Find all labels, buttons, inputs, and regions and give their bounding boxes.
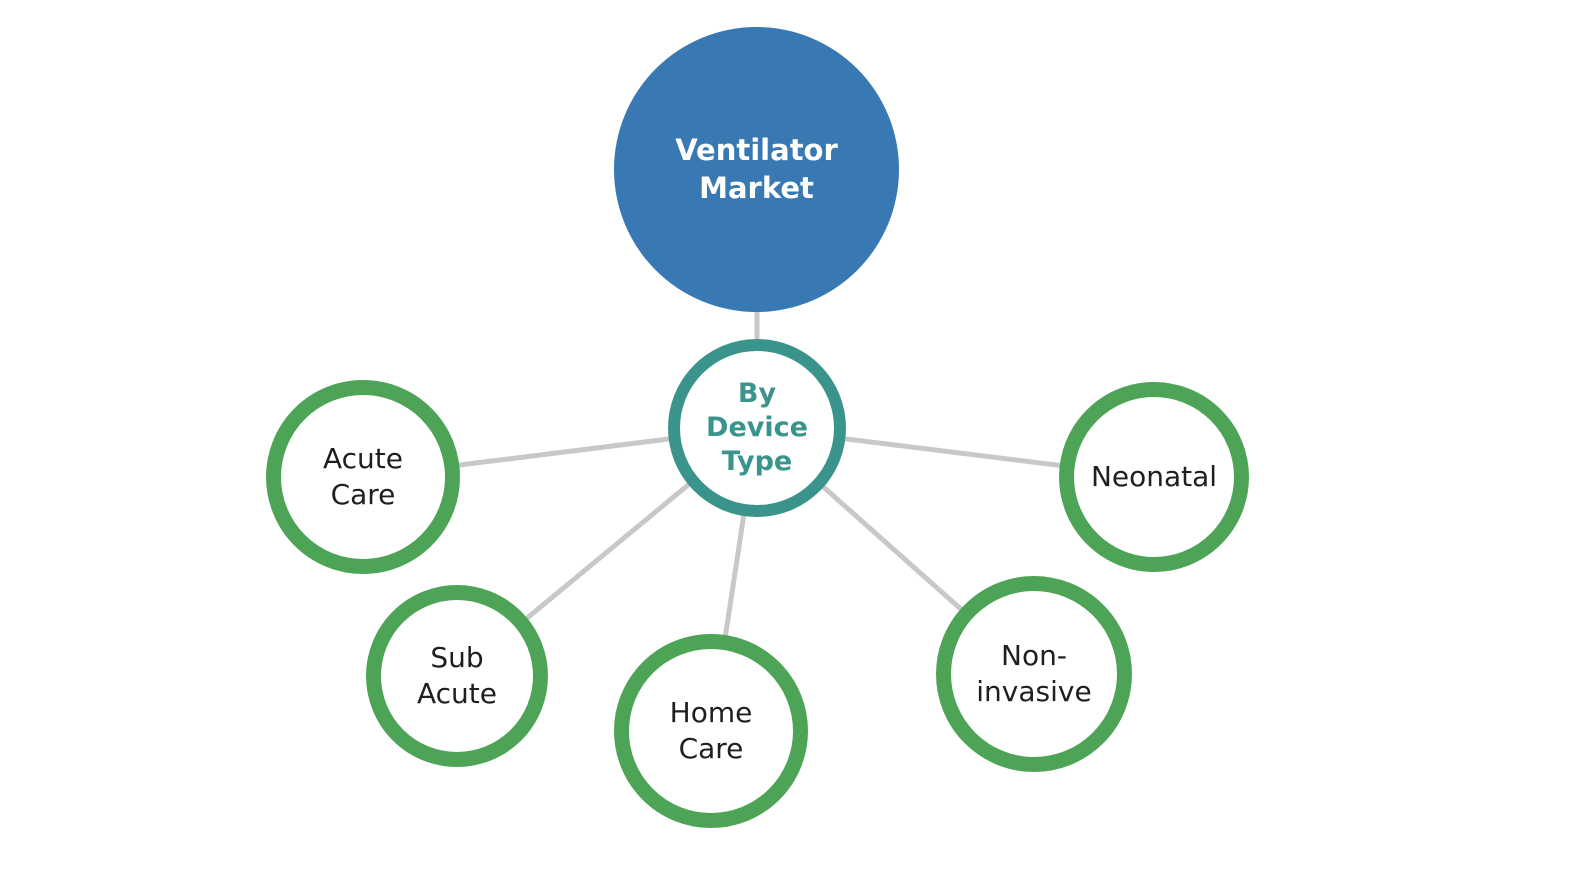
- node-acute-care: Acute Care: [266, 380, 460, 574]
- node-home-care: Home Care: [614, 634, 808, 828]
- node-neonatal-label: Neonatal: [1090, 460, 1218, 494]
- node-acute-care-label: Acute Care: [322, 442, 403, 511]
- node-ventilator-market: Ventilator Market: [614, 27, 899, 312]
- node-home-care-label: Home Care: [669, 696, 753, 765]
- node-neonatal: Neonatal: [1059, 382, 1249, 572]
- node-by-device-type-label: By Device Type: [706, 378, 808, 477]
- node-ventilator-market-label: Ventilator Market: [675, 133, 838, 205]
- node-sub-acute-label: Sub Acute: [416, 641, 497, 710]
- node-by-device-type: By Device Type: [668, 339, 846, 517]
- node-non-invasive: Non- invasive: [936, 576, 1132, 772]
- node-non-invasive-label: Non- invasive: [976, 639, 1092, 708]
- node-sub-acute: Sub Acute: [366, 585, 548, 767]
